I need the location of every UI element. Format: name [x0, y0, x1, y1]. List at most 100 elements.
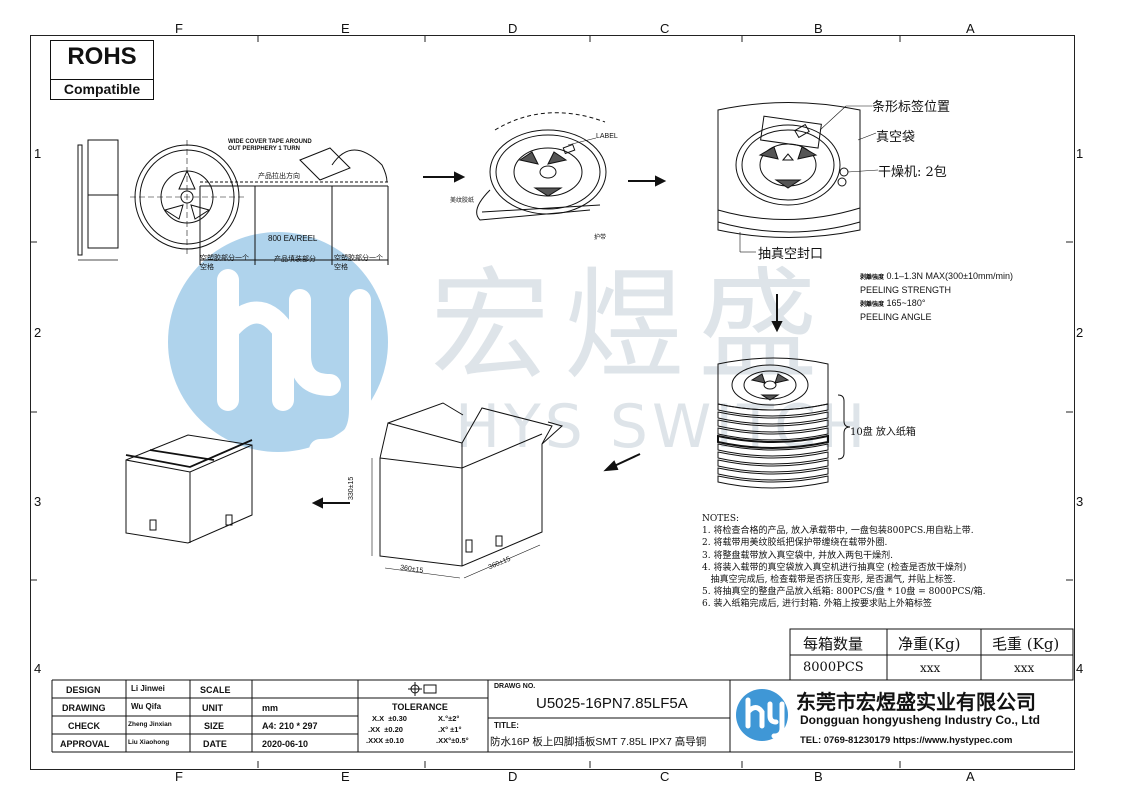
cover-tape-note: WIDE COVER TAPE AROUND OUT PERIPHERY 1 T…: [228, 139, 312, 152]
zone-left-2: 2: [34, 325, 42, 340]
zone-bottom-e: E: [341, 769, 350, 784]
masking-tape-label: 美纹胶纸: [450, 197, 475, 204]
stacked-bag-layer: [717, 459, 829, 473]
tape-strip: [199, 147, 389, 265]
rohs-text: ROHS: [67, 43, 137, 70]
note-4-cont: 抽真空完成后, 检查载带是否挤压变形, 是否漏气, 并贴上标签.: [702, 575, 956, 586]
stacked-bag-layer: [717, 451, 829, 465]
zone-top-a: A: [966, 21, 975, 36]
design-label: DESIGN: [66, 685, 101, 695]
tolerance-title: TOLERANCE: [392, 702, 448, 712]
check-label: CHECK: [68, 721, 101, 731]
date-label: DATE: [203, 739, 227, 749]
reel-qty-label: 800 EA/REEL: [268, 234, 318, 243]
watermark-text-en: HYS SWITCH: [455, 392, 870, 462]
approval-label: APPROVAL: [60, 739, 110, 749]
stacked-bag-layer: [717, 419, 829, 433]
bag-stack: [717, 357, 851, 489]
peel-strength: 剥離強度 0.1–1.3N MAX(300±10mm/min): [860, 271, 1013, 281]
zone-bottom-c: C: [660, 769, 670, 784]
note-3: 3. 将整盘载带放入真空袋中, 并放入两包干燥剂.: [702, 550, 894, 561]
zone-bottom-d: D: [508, 769, 518, 784]
qty-value-net: xxx: [920, 661, 941, 675]
closed-box: [125, 434, 253, 544]
drawing-label: DRAWING: [62, 703, 106, 713]
filled-segment: 产品填装部分: [274, 255, 316, 263]
zone-left-1: 1: [34, 146, 42, 161]
zone-left-3: 3: [34, 494, 42, 509]
vacuum-bag: [717, 102, 879, 253]
stacked-bag-layer: [717, 403, 829, 417]
rohs-compatible-text: Compatible: [51, 79, 153, 99]
drawing-name: Wu Qifa: [131, 702, 162, 711]
arrow-right-1: [423, 171, 466, 183]
note-2: 2. 将载带用美纹胶纸把保护带缠绕在载带外圈.: [702, 538, 888, 549]
zone-right-4: 4: [1076, 661, 1084, 676]
company-contact: TEL: 0769-81230179 https://www.hystypec.…: [800, 735, 1013, 746]
tolerance-row-2-b: .X° ±1°: [438, 725, 462, 734]
tolerance-row-3-b: .XX°±0.5°: [436, 736, 469, 745]
stacked-bag-layer: [717, 411, 829, 425]
qty-header-gross: 毛重 (Kg): [992, 635, 1060, 653]
size-value: A4: 210 * 297: [262, 721, 318, 731]
zone-right-1: 1: [1076, 146, 1084, 161]
zone-top-e: E: [341, 21, 350, 36]
qty-value-gross: xxx: [1014, 661, 1035, 675]
check-name: Zheng Jinxian: [128, 721, 172, 728]
arrow-right-2: [628, 175, 667, 187]
design-name: Li Jinwei: [131, 684, 165, 693]
zone-bottom-a: A: [966, 769, 975, 784]
empty-segment-right: 空塑胶部分一个 空格: [334, 254, 383, 271]
zone-bottom-f: F: [175, 769, 183, 784]
note-1: 1. 将检查合格的产品, 放入承载带中, 一盘包装800PCS.用自粘上带.: [702, 526, 974, 537]
approval-name: Liu Xiaohong: [128, 739, 170, 746]
vacuum-seal-label: 抽真空封口: [758, 247, 824, 262]
reel-side-view: [77, 139, 119, 261]
note-4: 4. 将装入载带的真空袋放入真空机进行抽真空 (检查是否放干燥剂): [702, 562, 967, 573]
stacked-bag-layer: [717, 443, 829, 457]
company-name-en: Dongguan hongyusheng Industry Co., Ltd: [800, 713, 1040, 727]
peel-angle: 剥離強度 165~180°: [860, 298, 925, 308]
reel-perspective-2: [476, 112, 607, 221]
drawing-frame: [30, 35, 1075, 770]
title-value: 防水16P 板上四脚插板SMT 7.85L IPX7 高导铜: [490, 736, 707, 748]
title-block-lines: [51, 679, 1073, 753]
zone-top-d: D: [508, 21, 518, 36]
empty-segment-left: 空塑胶部分一个 空格: [200, 254, 249, 271]
tolerance-row-3-a: .XXX ±0.10: [366, 736, 404, 745]
tolerance-row-1-b: X.°±2°: [438, 714, 460, 723]
reel-front-view: [130, 140, 244, 254]
stacked-bag-layer: [717, 434, 829, 449]
pull-direction-label: 产品拉出方向: [258, 172, 300, 180]
vacuum-bag-label: 真空袋: [876, 130, 916, 145]
zone-right-3: 3: [1076, 494, 1084, 509]
arrow-left: [311, 497, 350, 509]
peel-strength-en: PEELING STRENGTH: [860, 285, 952, 295]
zone-top-b: B: [814, 21, 823, 36]
stacked-bag-layer: [717, 475, 829, 489]
arrow-left-diag: [603, 453, 641, 472]
tolerance-row-1-a: X.X ±0.30: [372, 714, 407, 723]
size-label: SIZE: [204, 721, 225, 731]
label-callout: LABEL: [596, 133, 618, 140]
tolerance-row-2-a: .XX ±0.20: [368, 725, 403, 734]
unit-value: mm: [262, 703, 279, 713]
drawing-no: U5025-16PN7.85LF5A: [536, 695, 688, 712]
open-box: [371, 402, 564, 579]
zone-bottom-b: B: [814, 769, 823, 784]
company-name-cn: 东莞市宏煜盛实业有限公司: [796, 692, 1036, 714]
desiccant-label: 干燥机: 2包: [878, 165, 947, 180]
date-value: 2020-06-10: [262, 739, 309, 749]
qty-value-per-box: 8000PCS: [803, 660, 864, 675]
peel-angle-en: PEELING ANGLE: [860, 312, 932, 322]
note-6: 6. 装入纸箱完成后, 进行封箱. 外箱上按要求贴上外箱标签: [702, 599, 932, 610]
peel-angle-value: 165~180°: [886, 298, 926, 308]
peel-strength-value: 0.1–1.3N MAX(300±10mm/min): [886, 271, 1014, 281]
qty-header-net: 净重(Kg): [898, 635, 961, 653]
stacked-bag-layer: [717, 467, 829, 481]
qty-header-per-box: 每箱数量: [803, 635, 864, 653]
box-height-dim: 330±15: [348, 476, 355, 500]
arrow-down: [771, 294, 783, 333]
